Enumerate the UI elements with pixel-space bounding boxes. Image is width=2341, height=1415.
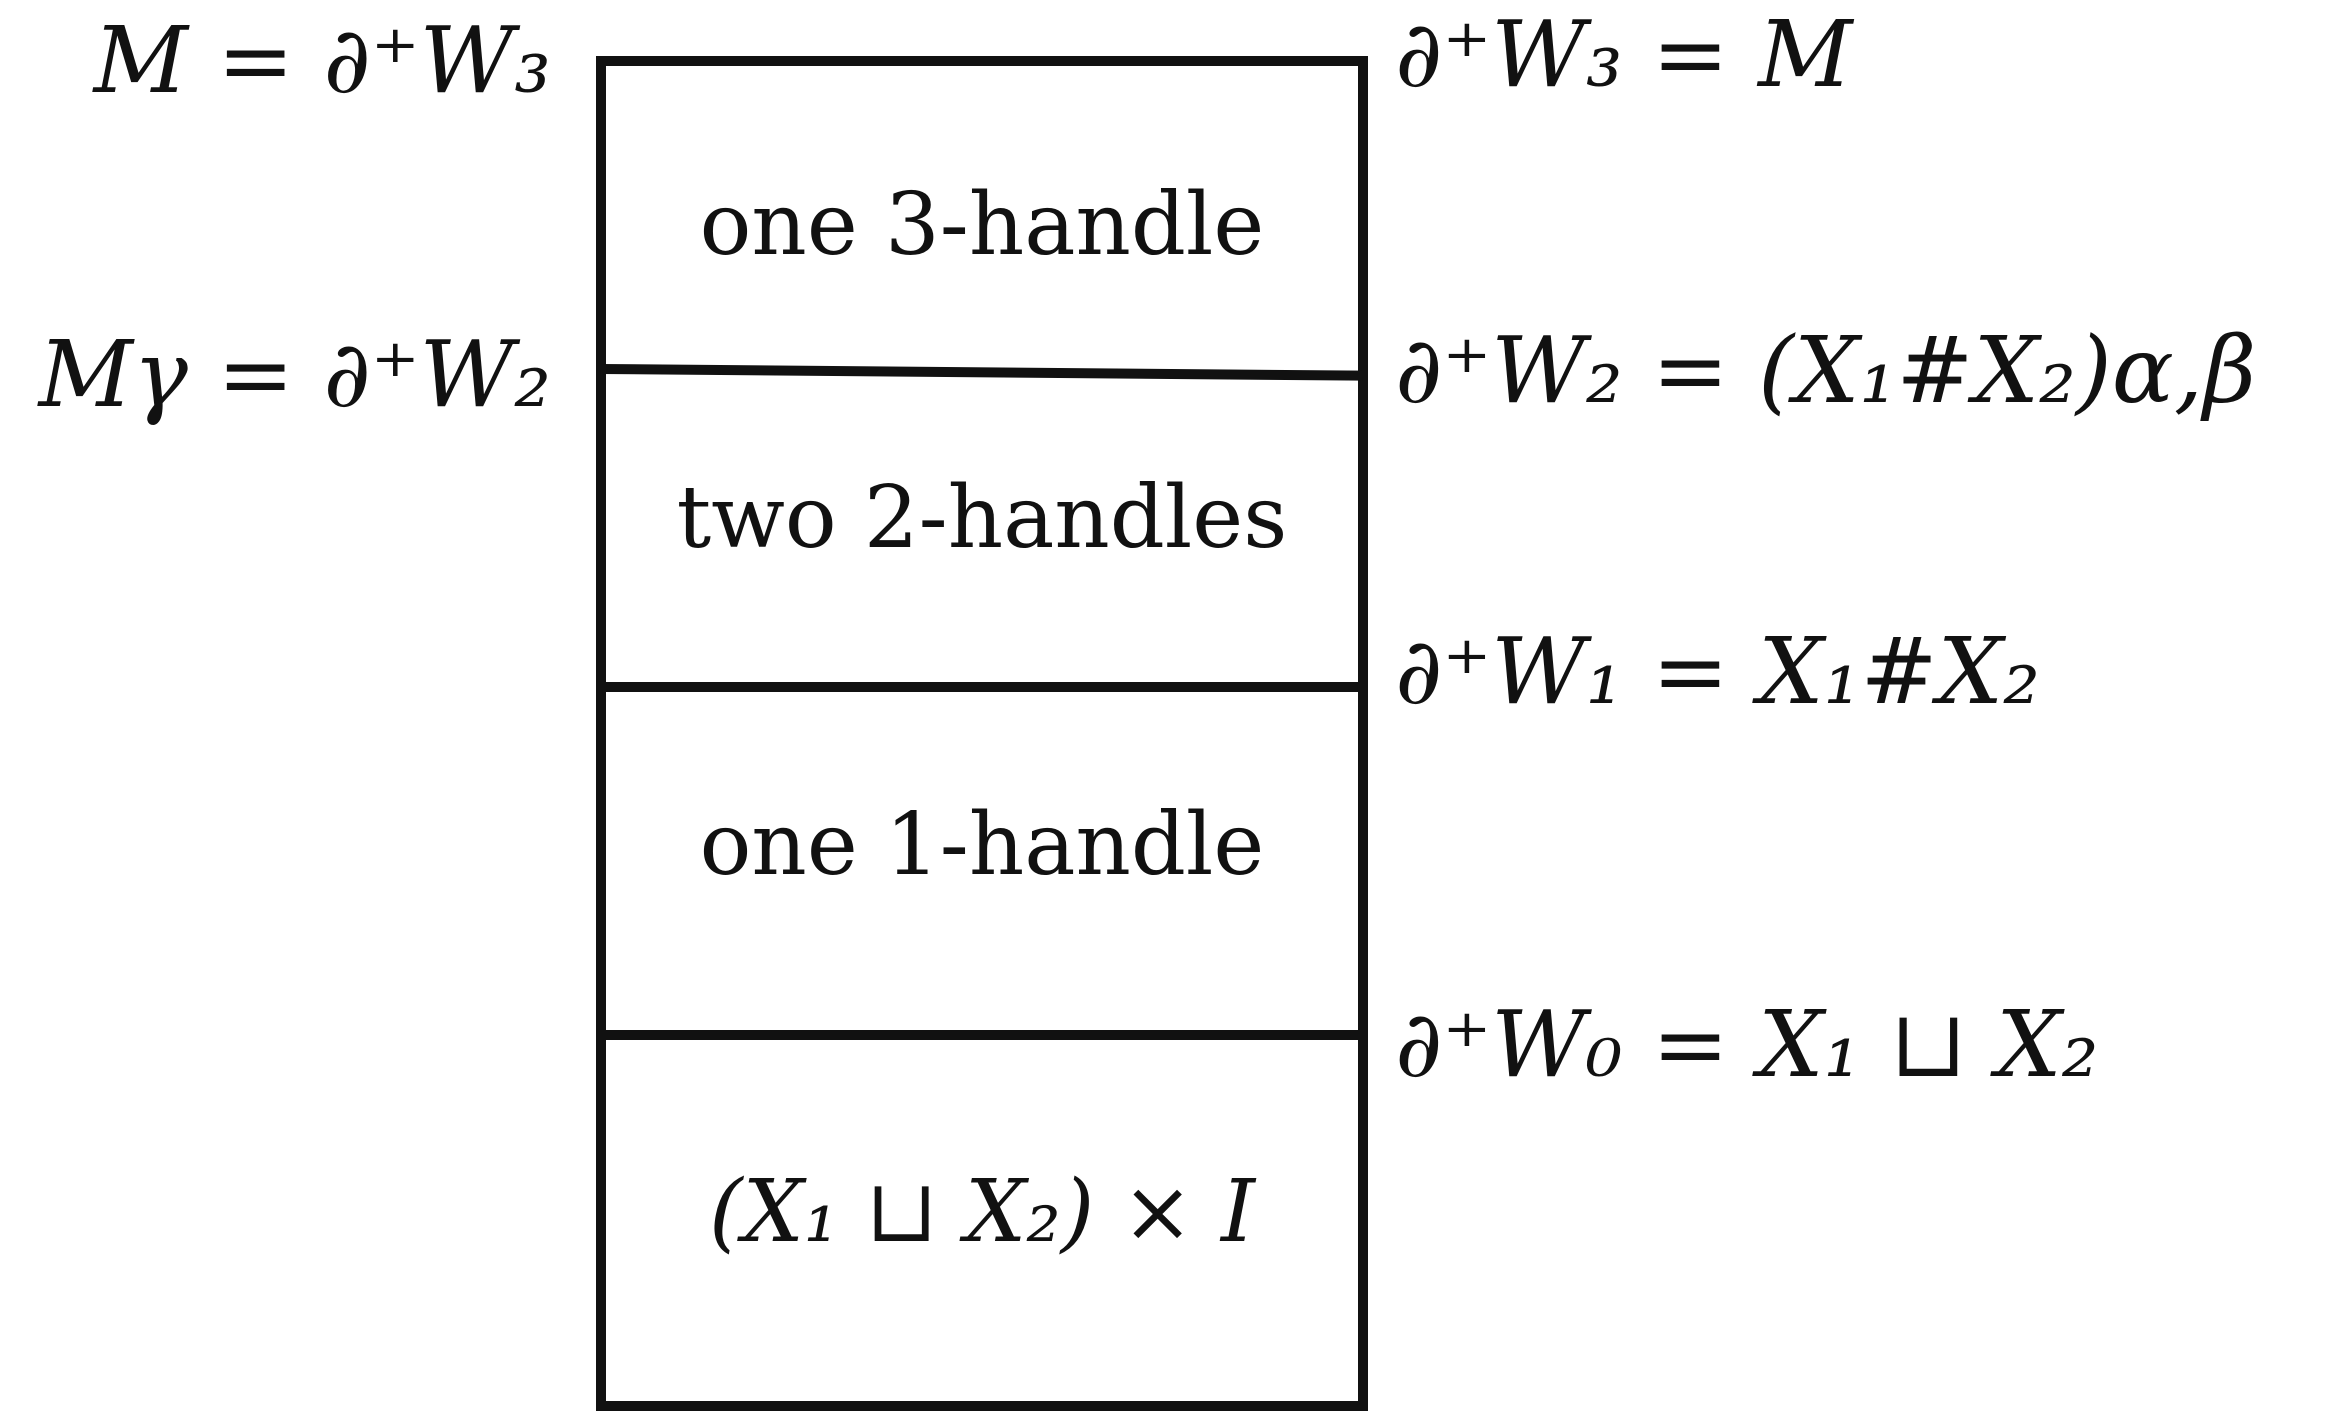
left-label-m-gamma: Mγ = ∂⁺W₂	[38, 321, 551, 428]
level-divider-w0	[601, 1030, 1363, 1040]
left-label-m: M = ∂⁺W₃	[93, 7, 551, 114]
cell-label-2-handles: two 2-handles	[676, 468, 1288, 568]
cell-label-3-handle: one 3-handle	[699, 175, 1265, 275]
right-label-w2: ∂⁺W₂ = (X₁#X₂)α,β	[1395, 317, 2257, 424]
cell-label-1-handle: one 1-handle	[699, 795, 1265, 895]
cobordism-box	[596, 56, 1368, 1411]
right-label-w1: ∂⁺W₁ = X₁#X₂	[1395, 618, 2040, 725]
cell-label-product: (X₁ ⊔ X₂) × I	[709, 1162, 1255, 1262]
level-divider-w1	[601, 682, 1363, 692]
right-label-w3: ∂⁺W₃ = M	[1395, 1, 1853, 108]
right-label-w0: ∂⁺W₀ = X₁ ⊔ X₂	[1395, 991, 2099, 1098]
